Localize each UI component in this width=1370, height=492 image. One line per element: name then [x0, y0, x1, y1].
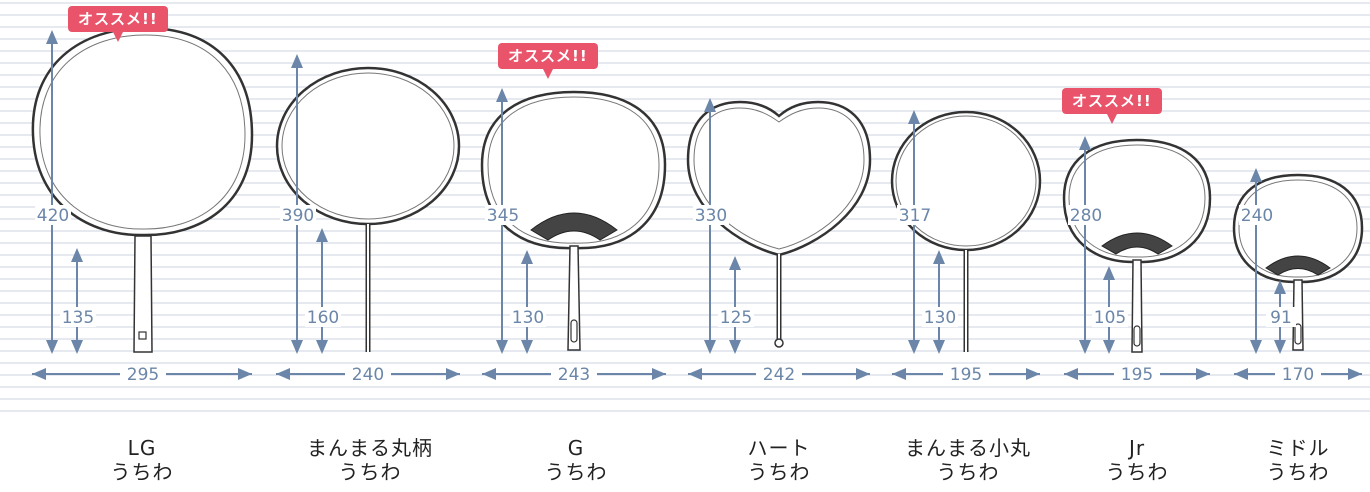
height-label-manmaru-marue: 390 [282, 206, 314, 226]
fan-type: うちわ [1105, 460, 1169, 484]
fan-name: まんまる丸柄 [307, 436, 433, 460]
handle-label-heart: 125 [720, 308, 752, 328]
fan-name: G [567, 436, 585, 460]
width-label-jr: 195 [1121, 365, 1153, 385]
handle-label-jr: 105 [1094, 308, 1126, 328]
caption-manmaru-marue: まんまる丸柄うちわ [290, 436, 450, 484]
height-label-middle: 240 [1241, 206, 1273, 226]
handle-label-manmaru-marue: 160 [307, 308, 339, 328]
caption-middle: ミドルうちわ [1218, 436, 1370, 484]
fan-type: うちわ [1266, 460, 1330, 484]
fan-name: LG [127, 436, 157, 460]
height-label-manmaru-komaru: 317 [899, 206, 931, 226]
handle-label-lg: 135 [62, 308, 94, 328]
fan-type: うちわ [338, 460, 402, 484]
fan-name: ハート [747, 436, 811, 460]
recommended-badge-jr: オススメ!! [1062, 88, 1162, 124]
recommended-badge-g: オススメ!! [498, 43, 598, 79]
width-label-middle: 170 [1282, 365, 1314, 385]
caption-heart: ハートうちわ [699, 436, 859, 484]
fan-name: まんまる小丸 [905, 436, 1031, 460]
height-label-g: 345 [487, 206, 519, 226]
width-label-manmaru-marue: 240 [352, 365, 384, 385]
recommended-badge-lg: オススメ!! [68, 6, 168, 42]
fan-type: うちわ [936, 460, 1000, 484]
width-label-lg: 295 [127, 365, 159, 385]
width-label-manmaru-komaru: 195 [950, 365, 982, 385]
caption-manmaru-komaru: まんまる小丸うちわ [888, 436, 1048, 484]
height-label-lg: 420 [37, 206, 69, 226]
height-label-jr: 280 [1070, 206, 1102, 226]
height-label-heart: 330 [695, 206, 727, 226]
fan-name: ミドル [1266, 436, 1330, 460]
width-label-heart: 242 [763, 365, 795, 385]
width-label-g: 243 [558, 365, 590, 385]
fan-type: うちわ [544, 460, 608, 484]
fan-type: うちわ [747, 460, 811, 484]
handle-label-middle: 91 [1270, 308, 1292, 328]
fan-type: うちわ [110, 460, 174, 484]
handle-label-manmaru-komaru: 130 [924, 308, 956, 328]
handle-label-g: 130 [512, 308, 544, 328]
fan-name: Jr [1128, 436, 1146, 460]
